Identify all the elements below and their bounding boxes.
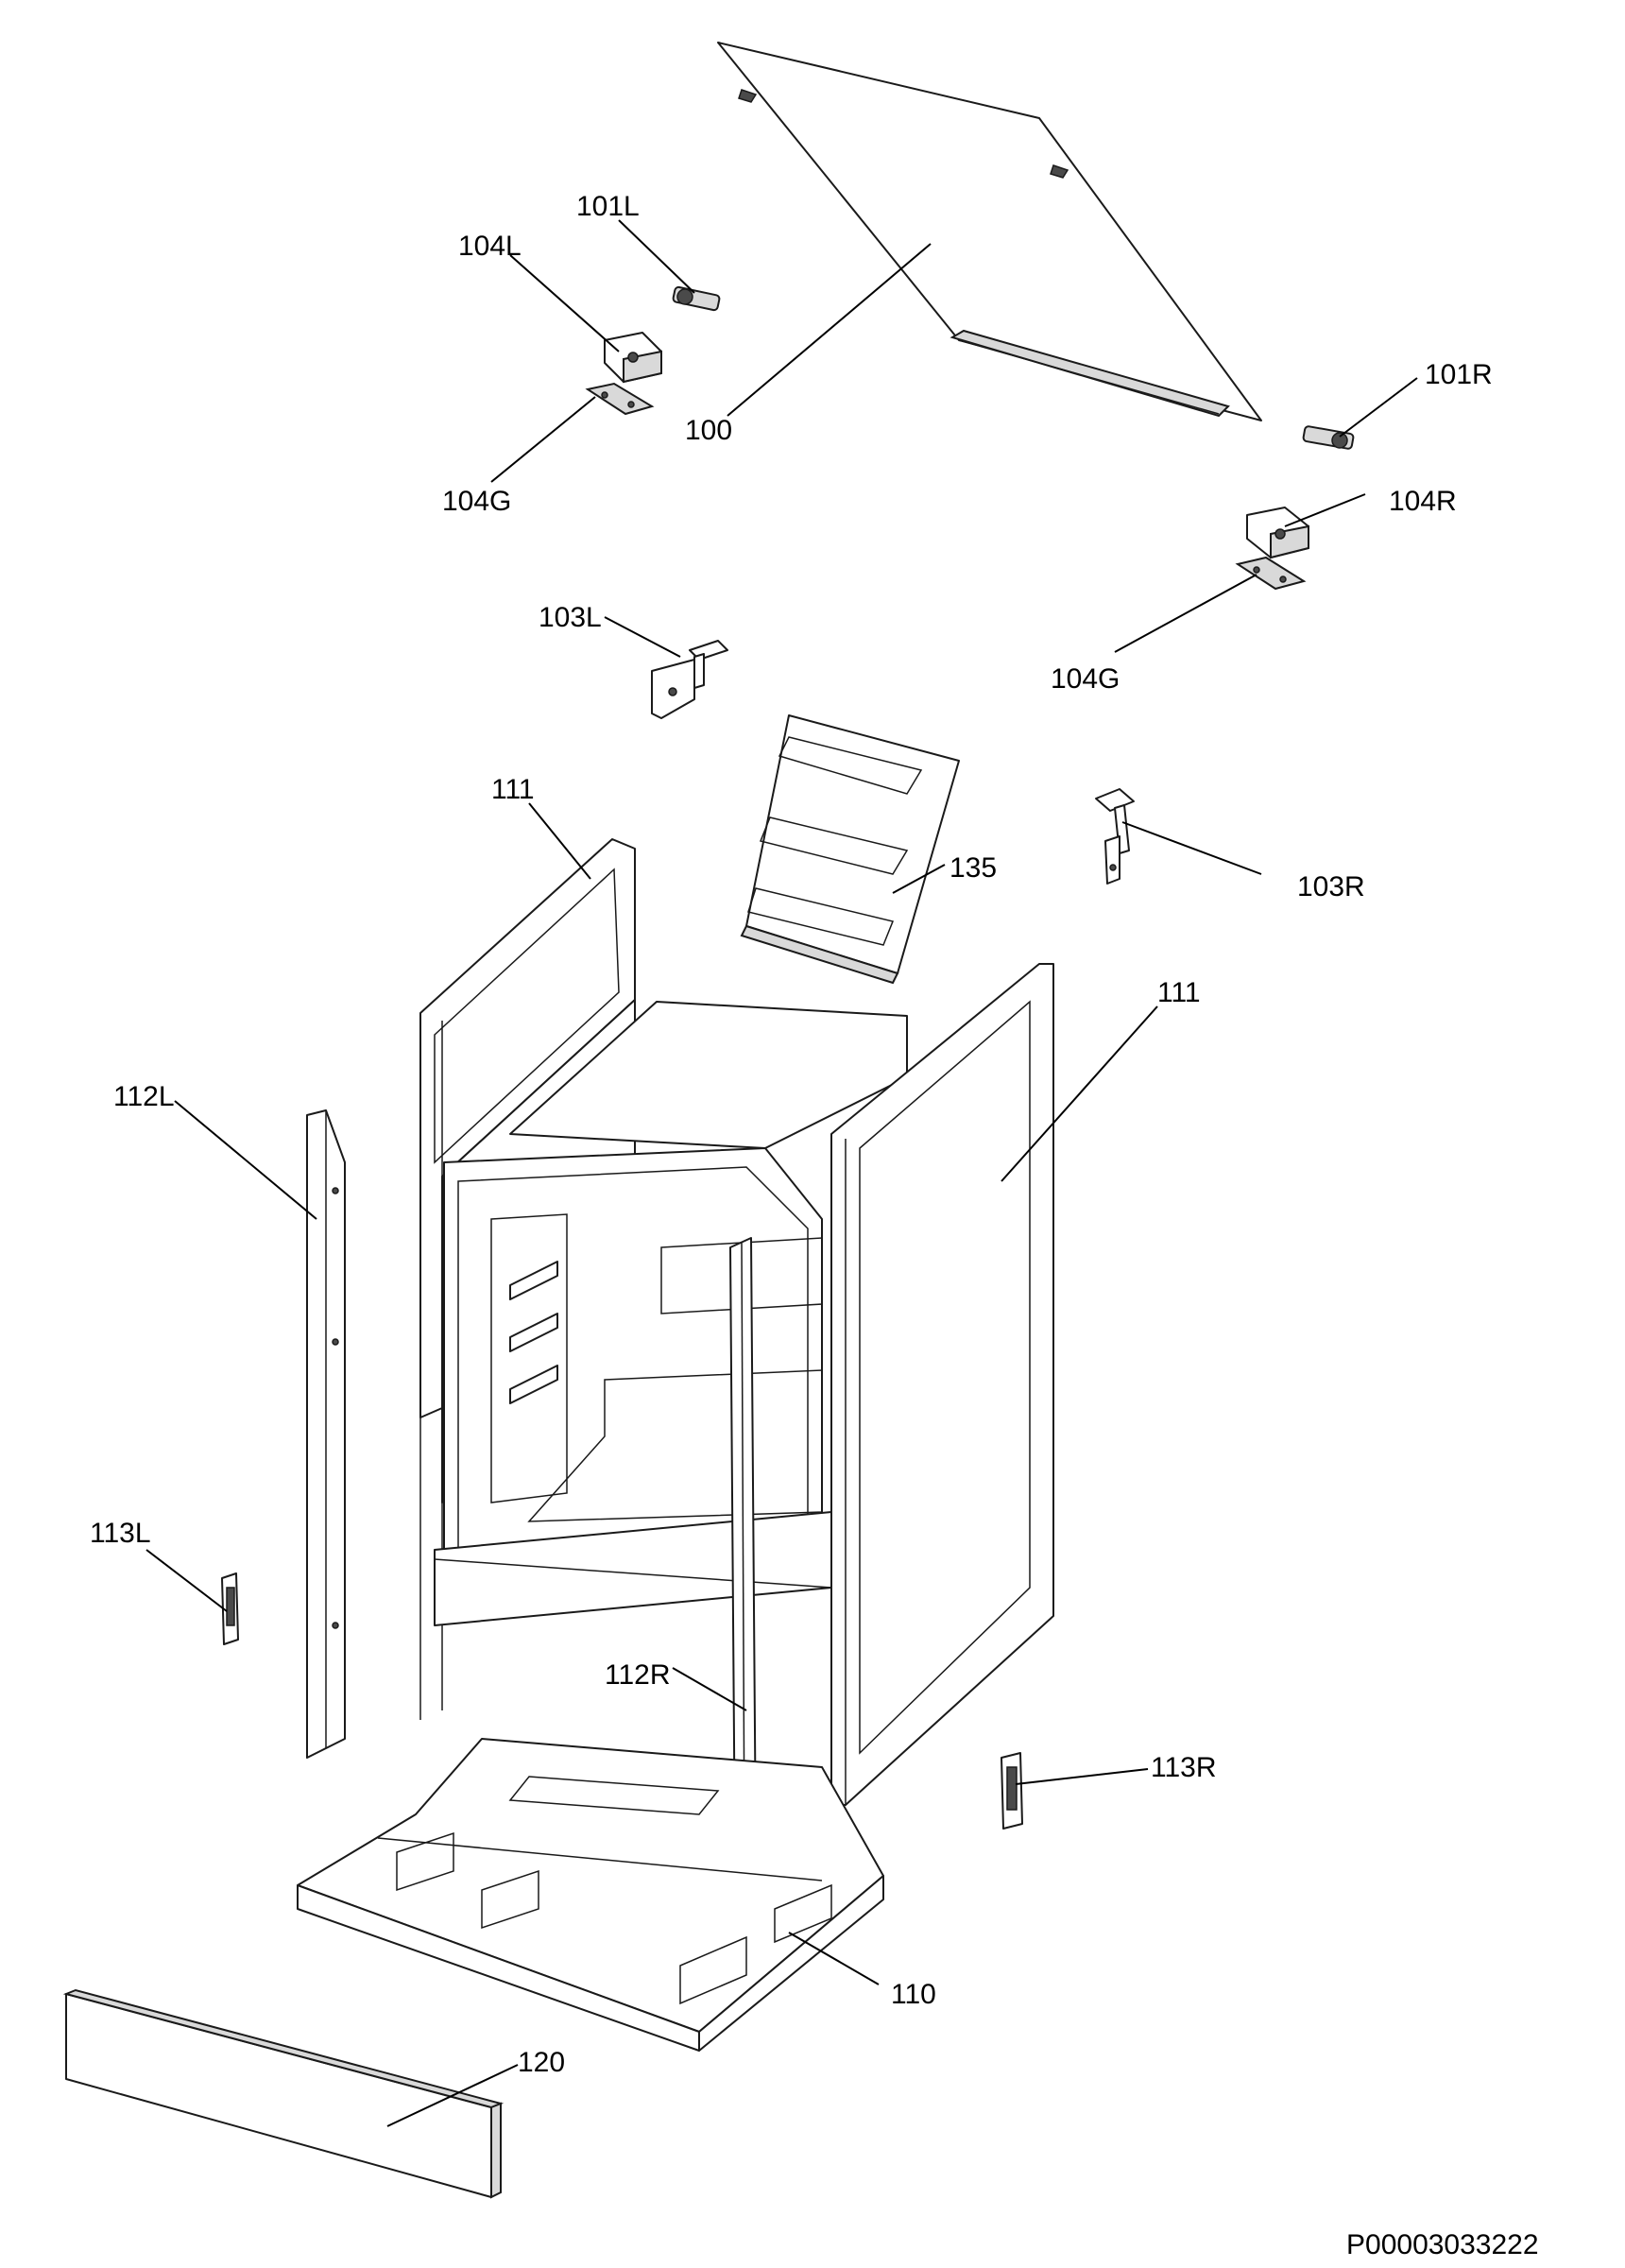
leader-104R bbox=[1284, 493, 1366, 527]
label-113L: 113L bbox=[90, 1518, 151, 1549]
part-113L-clip bbox=[221, 1572, 239, 1645]
leader-113R bbox=[1015, 1768, 1149, 1785]
label-104G-left: 104G bbox=[442, 486, 511, 517]
leader-120 bbox=[386, 2064, 519, 2127]
part-112L-strip bbox=[306, 1109, 346, 1759]
label-104G-right: 104G bbox=[1051, 663, 1120, 695]
label-111-left: 111 bbox=[491, 774, 535, 805]
leader-104G-right bbox=[1114, 574, 1257, 653]
label-112L: 112L bbox=[113, 1081, 175, 1112]
leader-135 bbox=[892, 864, 946, 894]
part-100-lid bbox=[717, 42, 1262, 421]
label-135: 135 bbox=[949, 852, 997, 884]
leader-lines bbox=[145, 219, 1418, 2127]
part-104G-left-gasket bbox=[585, 382, 655, 416]
part-104L-hinge bbox=[604, 332, 662, 384]
part-103R-bracket bbox=[1095, 788, 1135, 885]
leader-101R bbox=[1339, 377, 1418, 438]
leader-101L bbox=[618, 219, 695, 294]
label-101R: 101R bbox=[1425, 359, 1493, 390]
label-103L: 103L bbox=[539, 602, 602, 633]
part-112R-strip bbox=[729, 1237, 757, 1867]
part-120-plinth bbox=[62, 1988, 505, 2199]
label-100: 100 bbox=[685, 415, 732, 446]
leader-112R bbox=[672, 1667, 747, 1711]
leader-112L bbox=[174, 1100, 317, 1220]
part-104G-right-gasket bbox=[1235, 556, 1307, 591]
label-104R: 104R bbox=[1389, 486, 1457, 517]
part-101L-pin bbox=[672, 285, 721, 312]
label-104L: 104L bbox=[458, 231, 522, 262]
label-112R: 112R bbox=[605, 1659, 671, 1691]
label-120: 120 bbox=[518, 2047, 565, 2078]
part-135-shield bbox=[740, 714, 960, 985]
label-113R: 113R bbox=[1151, 1752, 1217, 1783]
part-104R-hinge bbox=[1246, 507, 1309, 559]
leader-103L bbox=[604, 616, 681, 658]
leader-104L bbox=[509, 254, 620, 352]
part-110-base bbox=[297, 1738, 884, 2052]
label-103R: 103R bbox=[1297, 871, 1365, 902]
leader-103R bbox=[1121, 821, 1262, 875]
leader-113L bbox=[145, 1549, 228, 1612]
drawing-code: P00003033222 bbox=[1346, 2229, 1539, 2260]
label-101L: 101L bbox=[576, 191, 640, 222]
part-113R-clip bbox=[1001, 1752, 1023, 1830]
leader-111-right bbox=[1001, 1005, 1158, 1182]
part-101R-pin bbox=[1302, 425, 1355, 450]
leader-110 bbox=[788, 1932, 880, 1985]
leader-111-left bbox=[528, 802, 591, 880]
label-111-right: 111 bbox=[1157, 977, 1201, 1008]
part-103L-bracket bbox=[651, 640, 728, 719]
leader-104G-left bbox=[490, 396, 596, 483]
callout-labels: 101L 104L 100 101R 104G 104R 103L 104G 1… bbox=[90, 191, 1493, 2078]
label-110: 110 bbox=[891, 1979, 936, 2010]
leader-100 bbox=[727, 243, 932, 417]
part-111-right-frame bbox=[830, 963, 1054, 1806]
